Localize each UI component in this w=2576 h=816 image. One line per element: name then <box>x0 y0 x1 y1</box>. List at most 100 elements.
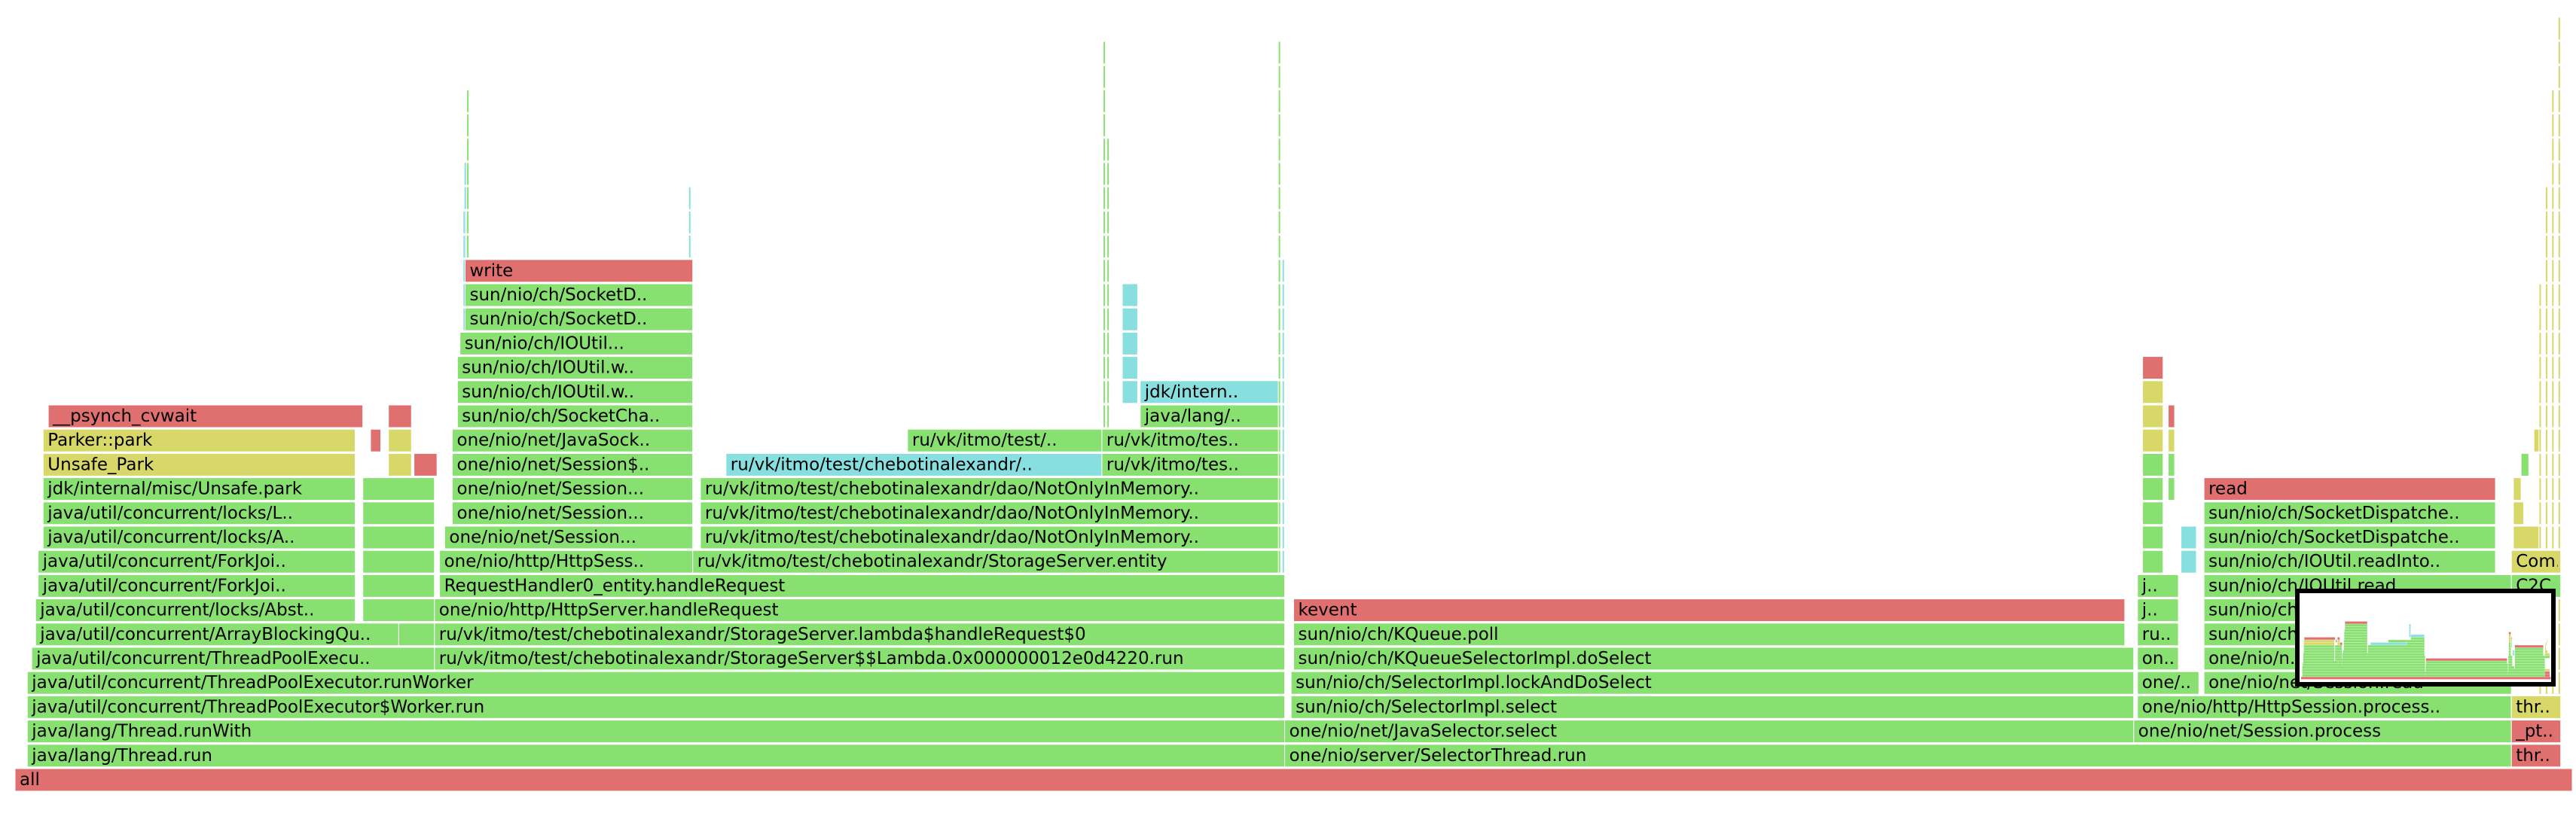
stack-spike[interactable] <box>1277 186 1281 210</box>
stack-spike[interactable] <box>1103 283 1106 307</box>
stack-spike[interactable] <box>1106 307 1110 331</box>
stack-spike[interactable] <box>2544 404 2548 428</box>
frame-sun-nio-ch-ioutil-readinto[interactable] <box>2203 550 2496 574</box>
minor-frame[interactable] <box>2181 525 2197 550</box>
stack-spike[interactable] <box>1281 452 1285 477</box>
frame-one-nio-net-session[interactable] <box>452 452 694 477</box>
stack-spike[interactable] <box>2551 89 2555 113</box>
frame-java-util-concurrent-locks-a[interactable] <box>42 525 356 550</box>
stack-spike[interactable] <box>2557 41 2561 65</box>
stack-spike[interactable] <box>1281 428 1285 452</box>
stack-spike[interactable] <box>2551 404 2555 428</box>
stack-spike[interactable] <box>2544 259 2548 283</box>
stack-spike[interactable] <box>466 210 470 234</box>
frame-sun-nio-ch-ioutil-w[interactable] <box>456 380 694 404</box>
stack-spike[interactable] <box>688 186 691 210</box>
stack-spike[interactable] <box>2538 501 2542 525</box>
frame-java-lang-thread-runwith[interactable] <box>26 720 1286 744</box>
stack-spike[interactable] <box>2551 186 2555 210</box>
stack-spike[interactable] <box>1281 259 1285 283</box>
frame-on[interactable] <box>2137 647 2179 671</box>
frame-ru-vk-itmo-tes[interactable] <box>1101 452 1279 477</box>
stack-spike[interactable] <box>2544 477 2548 501</box>
stack-spike[interactable] <box>2544 428 2548 452</box>
minor-frame[interactable] <box>388 404 412 428</box>
stack-spike[interactable] <box>1277 89 1281 113</box>
frame-sun-nio-ch-kqueue-poll[interactable] <box>1293 623 2126 647</box>
minor-frame[interactable] <box>2513 501 2524 525</box>
stack-spike[interactable] <box>2544 186 2548 210</box>
frame-one-nio-net-javasock[interactable] <box>452 428 694 452</box>
stack-spike[interactable] <box>1277 331 1281 355</box>
frame-jdk-internal-misc-unsafe-park[interactable] <box>42 477 356 501</box>
minor-frame[interactable] <box>2513 525 2540 550</box>
frame-java-util-concurrent-threadpoolexecutor-[interactable] <box>26 695 1286 719</box>
frame-com[interactable] <box>2510 550 2562 574</box>
minor-frame[interactable] <box>2533 428 2540 452</box>
stack-spike[interactable] <box>2544 331 2548 355</box>
stack-spike[interactable] <box>1277 283 1281 307</box>
stack-spike[interactable] <box>466 186 470 210</box>
minor-frame[interactable] <box>2142 550 2164 574</box>
frame-ru-vk-itmo-test[interactable] <box>907 428 1103 452</box>
frame-all[interactable] <box>14 768 2573 792</box>
stack-spike[interactable] <box>1277 235 1281 259</box>
stack-spike[interactable] <box>1277 65 1281 89</box>
stack-spike[interactable] <box>2557 283 2561 307</box>
stack-spike[interactable] <box>2557 259 2561 283</box>
stack-spike[interactable] <box>2557 89 2561 113</box>
stack-spike[interactable] <box>2551 307 2555 331</box>
stack-spike[interactable] <box>2544 501 2548 525</box>
frame-sun-nio-ch-socketdispatche[interactable] <box>2203 525 2496 550</box>
frame-java-util-concurrent-threadpoolexecutor-[interactable] <box>26 671 1286 695</box>
stack-spike[interactable] <box>1103 114 1106 138</box>
frame-sun-nio-ch-socketd[interactable] <box>465 283 694 307</box>
stack-spike[interactable] <box>2557 428 2561 452</box>
stack-spike[interactable] <box>2551 501 2555 525</box>
minor-frame[interactable] <box>370 428 381 452</box>
stack-spike[interactable] <box>2544 283 2548 307</box>
minor-frame[interactable] <box>2142 356 2164 380</box>
frame-sun-nio-ch-socketcha[interactable] <box>456 404 694 428</box>
stack-spike[interactable] <box>2557 356 2561 380</box>
frame-java-lang[interactable] <box>1140 404 1279 428</box>
frame-java-util-concurrent-forkjoi[interactable] <box>38 574 356 598</box>
stack-spike[interactable] <box>688 235 691 259</box>
stack-spike[interactable] <box>2557 477 2561 501</box>
stack-spike[interactable] <box>1106 186 1110 210</box>
frame-ru[interactable] <box>2137 623 2179 647</box>
stack-spike[interactable] <box>1106 259 1110 283</box>
minor-frame[interactable] <box>362 574 435 598</box>
stack-spike[interactable] <box>1277 259 1281 283</box>
frame-java-lang-thread-run[interactable] <box>26 744 1286 768</box>
frame-sun-nio-ch-socketd[interactable] <box>465 307 694 331</box>
frame-java-util-concurrent-threadpoolexecu[interactable] <box>31 647 435 671</box>
minor-frame[interactable] <box>362 501 435 525</box>
frame-thr[interactable] <box>2510 744 2562 768</box>
stack-spike[interactable] <box>2551 259 2555 283</box>
stack-spike[interactable] <box>466 162 470 186</box>
minor-frame[interactable] <box>2168 477 2175 501</box>
stack-spike[interactable] <box>2551 380 2555 404</box>
stack-spike[interactable] <box>1103 65 1106 89</box>
minor-frame[interactable] <box>398 623 435 647</box>
frame-sun-nio-ch-ioutil-w[interactable] <box>456 356 694 380</box>
stack-spike[interactable] <box>1103 162 1106 186</box>
minor-frame[interactable] <box>2142 477 2164 501</box>
stack-spike[interactable] <box>2544 356 2548 380</box>
stack-spike[interactable] <box>2551 356 2555 380</box>
stack-spike[interactable] <box>2551 452 2555 477</box>
stack-spike[interactable] <box>2557 235 2561 259</box>
stack-spike[interactable] <box>1281 283 1285 307</box>
stack-spike[interactable] <box>1106 235 1110 259</box>
minor-frame[interactable] <box>2142 452 2164 477</box>
frame-sun-nio-ch-kqueueselectorimpl-doselect[interactable] <box>1293 647 2135 671</box>
minor-frame[interactable] <box>388 428 412 452</box>
stack-spike[interactable] <box>1103 404 1106 428</box>
stack-spike[interactable] <box>2538 404 2542 428</box>
stack-spike[interactable] <box>2538 428 2542 452</box>
minor-frame[interactable] <box>2142 525 2164 550</box>
frame-ru-vk-itmo-test-chebotinalexandr-dao-not[interactable] <box>700 525 1279 550</box>
frame-java-util-concurrent-locks-l[interactable] <box>42 501 356 525</box>
stack-spike[interactable] <box>2557 65 2561 89</box>
